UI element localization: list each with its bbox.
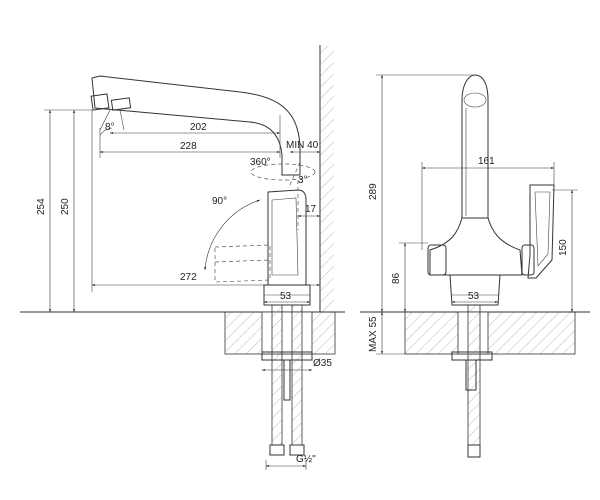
- dim-spout-height: 250: [60, 198, 71, 215]
- dim-front-height: 289: [368, 183, 379, 200]
- faucet-body-side: [204, 161, 316, 306]
- dim-hose-diameter: Ø35: [313, 358, 332, 369]
- dim-connection-thread: G½": [296, 454, 316, 465]
- front-view: 289 161 150 86 53 MAX 55: [360, 74, 590, 458]
- dim-max-counter-thickness: MAX 55: [368, 316, 379, 352]
- faucet-body-front: [427, 184, 555, 306]
- dim-total-reach: 272: [180, 272, 197, 283]
- dim-spout-reach-inner: 202: [190, 122, 207, 133]
- dimension-labels-side: 8° 202 228 MIN 40 360° 3° 90° 17 272 53 …: [36, 122, 332, 465]
- dim-spout-reach-outer: 228: [180, 141, 197, 152]
- dim-min-wall-gap: MIN 40: [286, 140, 319, 151]
- dimension-lines-front: [376, 74, 578, 355]
- dim-handle-offset: 17: [305, 204, 317, 215]
- dim-total-height: 254: [36, 198, 47, 215]
- dim-spout-angle: 8°: [105, 122, 115, 133]
- dimension-labels-front: 289 161 150 86 53 MAX 55: [368, 156, 569, 352]
- dim-rotation: 360°: [250, 157, 271, 168]
- wall: [319, 45, 334, 312]
- dim-handle-angle: 90°: [212, 196, 227, 207]
- dim-base-width-front: 53: [468, 291, 480, 302]
- spout-front: [461, 74, 489, 219]
- hoses-side: [261, 304, 313, 470]
- dimension-lines-side: [44, 109, 321, 468]
- dim-outlet-height: 86: [391, 272, 402, 284]
- hoses-front: [451, 304, 493, 458]
- dim-base-width-side: 53: [280, 291, 292, 302]
- dim-handle-angle-small: 3°: [298, 175, 308, 186]
- dim-front-width: 161: [478, 156, 495, 167]
- dim-handle-height: 150: [558, 239, 569, 256]
- spout-side: [90, 75, 301, 176]
- side-view: 8° 202 228 MIN 40 360° 3° 90° 17 272 53 …: [20, 45, 345, 470]
